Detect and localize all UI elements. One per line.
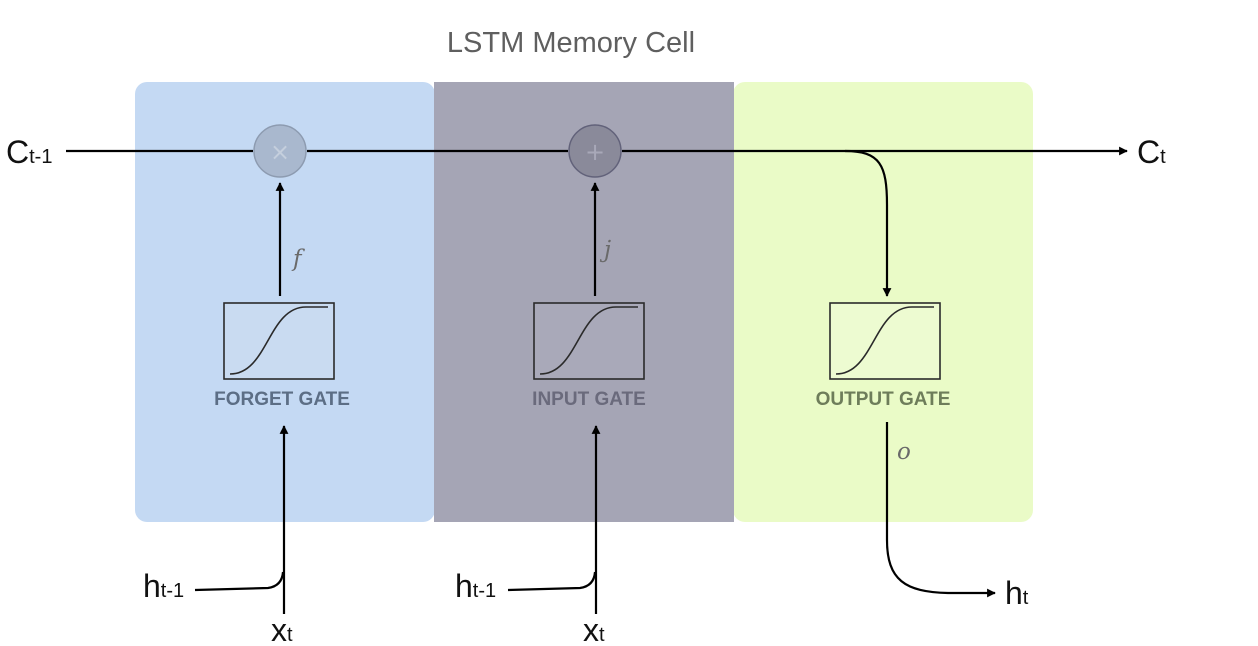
forget-gate-sigmoid-box xyxy=(223,302,335,380)
output-gate-label: OUTPUT GATE xyxy=(816,389,951,410)
input-gate-x-input-label: xt xyxy=(583,612,605,646)
diagram-title: LSTM Memory Cell xyxy=(447,27,695,59)
forget-gate-symbol: f xyxy=(291,246,305,272)
output-gate-output-arrow xyxy=(885,422,996,598)
sigmoid-curve-icon xyxy=(539,306,638,375)
add-operator: + xyxy=(568,124,622,178)
forget-gate-x-input-label: xt xyxy=(271,612,293,646)
cell-state-to-output-arrow xyxy=(844,149,892,297)
sigmoid-curve-icon xyxy=(229,306,328,375)
input-gate-label: INPUT GATE xyxy=(532,389,646,410)
input-gate-h-input-label: ht-1 xyxy=(455,568,496,604)
output-gate-sigmoid-box xyxy=(829,302,941,380)
plus-icon: + xyxy=(585,138,605,166)
multiply-operator: × xyxy=(253,124,307,178)
forget-gate-h-input-label: ht-1 xyxy=(143,568,184,604)
forget-gate-panel xyxy=(135,82,435,522)
multiply-icon: × xyxy=(270,138,290,166)
output-gate-symbol: o xyxy=(897,439,911,465)
forget-gate-input-lines xyxy=(194,425,289,614)
forget-gate-label: FORGET GATE xyxy=(214,389,350,410)
sigmoid-curve-icon xyxy=(835,306,934,375)
cell-state-input-label: Ct-1 xyxy=(6,134,52,170)
output-gate-panel xyxy=(733,82,1033,522)
hidden-state-output-label: ht xyxy=(1005,575,1029,611)
cell-state-output-label: Ct xyxy=(1137,134,1166,170)
input-gate-input-lines xyxy=(507,425,601,614)
input-gate-sigmoid-box xyxy=(533,302,645,380)
